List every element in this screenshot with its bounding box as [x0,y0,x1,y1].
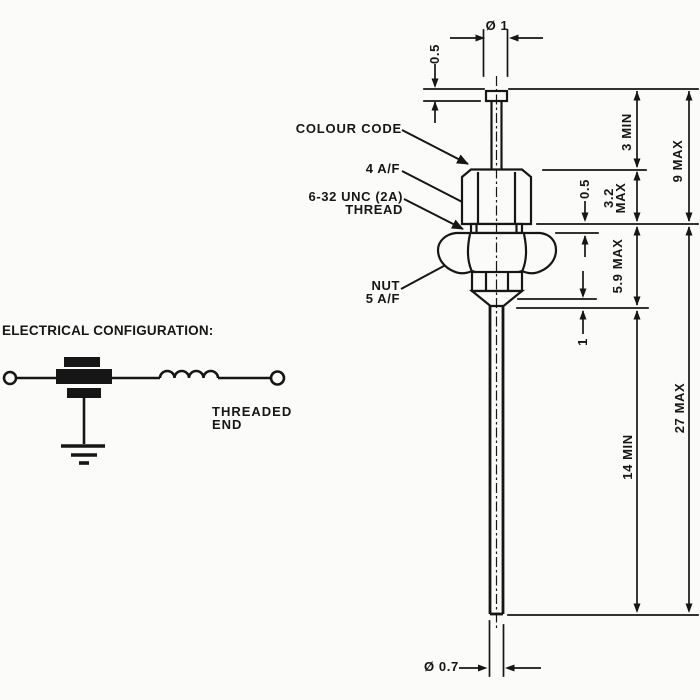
dim-bottom-diameter: Ø 0.7 [424,659,459,674]
hex-af-leader [401,170,473,208]
dim-nine-max: 9 MAX [669,139,685,183]
nut-label-line2: 5 A/F [365,290,400,306]
inductor-coil-icon [158,369,220,379]
hex-af-label: 4 A/F [365,161,400,176]
threaded-end-label: THREADED END [212,404,293,432]
circuit-schematic [2,369,286,444]
thread-collar-lines [475,224,518,233]
thread-label-line1: 6-32 UNC (2A) [308,189,403,204]
colour-code-leader [401,129,469,165]
thread-label-line2: THREAD [345,201,403,217]
dim-twentyseven-max: 27 MAX [671,382,687,434]
dim-pin-shoulder: 1 [574,338,590,346]
dim-three-min: 3 MIN [618,113,634,151]
thread-label: 6-32 UNC (2A) THREAD [308,189,403,217]
left-terminal-icon [2,370,18,386]
colour-code-label: COLOUR CODE [295,121,402,136]
right-terminal-icon [269,370,286,386]
extension-lines [423,29,699,677]
threaded-end-line2: END [212,416,243,432]
dimension-lines [434,37,690,669]
dia07-extensions [488,620,505,677]
dia1-extensions [482,29,509,77]
dim-hex-height-line2: MAX [613,182,628,214]
dimension-arrowheads [431,34,693,672]
feedthrough-capacitor-icon [56,357,112,398]
dim-hex-height: 3.2 MAX [601,182,628,214]
schematic-heading: ELECTRICAL CONFIGURATION: [2,323,214,338]
hex-facet-lines [476,172,517,224]
dim-cap-height: 0.5 [426,44,442,64]
nut-label-line1: NUT [371,278,400,293]
dim-thread-exposed: 0.5 [576,179,592,199]
nut-lower-facets [484,272,510,291]
dim-fourteen-min: 14 MIN [619,434,635,480]
dim-top-diameter: Ø 1 [485,17,509,33]
thread-leader [403,198,464,230]
nut-dome-facets [466,233,528,271]
nut-label: NUT 5 A/F [365,278,400,306]
dim-nut-section: 5.9 MAX [609,238,625,294]
threaded-end-line1: THREADED [212,404,293,419]
upper-pin [490,101,503,170]
ground-symbol-icon [61,444,105,465]
